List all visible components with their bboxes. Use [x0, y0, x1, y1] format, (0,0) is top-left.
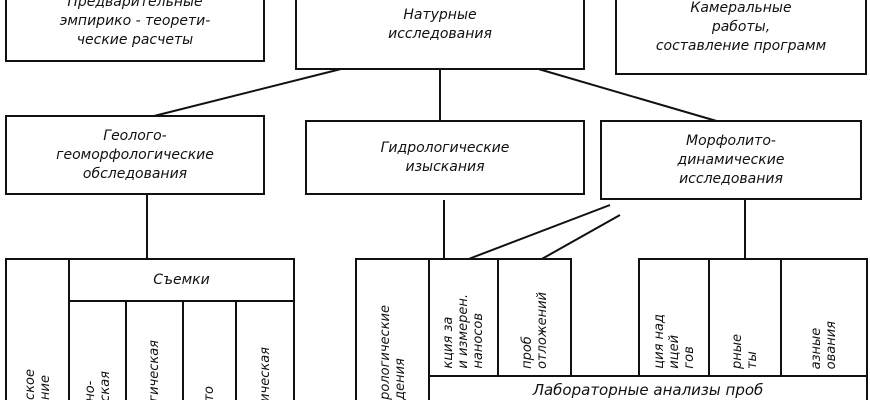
connector [465, 204, 611, 261]
connector [534, 67, 721, 123]
survey-column: то [182, 300, 237, 400]
cell-label: но- ская [82, 371, 113, 400]
right-column: рные ты [708, 258, 782, 377]
box-field-research: Натурные исследования [295, 0, 585, 70]
box-label: Натурные исследования [388, 7, 492, 42]
box-preliminary-calculations: Предварительные эмпирико - теорети- ческ… [5, 0, 265, 62]
right-first-cell: рологические дения [355, 258, 430, 400]
cell-label: рные ты [730, 333, 760, 369]
cell-label: азные ования [809, 320, 839, 369]
surveys-header: Съемки [68, 258, 295, 302]
connector [539, 214, 621, 261]
right-column: азные ования [780, 258, 868, 377]
left-first-cell: ское ние [5, 258, 70, 400]
box-morpholithodynamic: Морфолито- динамические исследования [600, 120, 862, 200]
cell-label: ское ние [22, 369, 53, 400]
cell-label: гическая [147, 340, 162, 400]
cell-label: ическая [257, 347, 273, 400]
survey-column: ическая [235, 300, 295, 400]
cell-label: то [202, 386, 217, 400]
box-label: Морфолито- динамические исследования [677, 132, 785, 187]
box-hydrological: Гидрологические изыскания [305, 120, 585, 195]
box-office-work: Камеральные работы, составление программ [615, 0, 867, 75]
cell-label: ция над ицей гов [651, 314, 697, 369]
survey-column: гическая [125, 300, 184, 400]
right-column: проб отложений [497, 258, 572, 377]
right-column: кция за и измерен. наносов [428, 258, 499, 377]
survey-column: но- ская [68, 300, 127, 400]
cell-label: кция за и измерен. наносов [441, 294, 486, 369]
box-label: Предварительные эмпирико - теорети- ческ… [59, 0, 211, 48]
right-column: ция над ицей гов [638, 258, 710, 377]
lab-analysis-box: Лабораторные анализы проб [428, 375, 868, 400]
box-label: Лабораторные анализы проб [532, 381, 764, 399]
connector [149, 67, 346, 118]
header-label: Съемки [153, 271, 210, 288]
box-label: Геолого- геоморфологические обследования [56, 127, 214, 182]
box-geomorphological: Геолого- геоморфологические обследования [5, 115, 265, 195]
box-label: Гидрологические изыскания [380, 139, 510, 175]
box-label: Камеральные работы, составление программ [655, 0, 827, 54]
cell-label: проб отложений [519, 292, 550, 369]
cell-label: рологические дения [377, 305, 408, 400]
